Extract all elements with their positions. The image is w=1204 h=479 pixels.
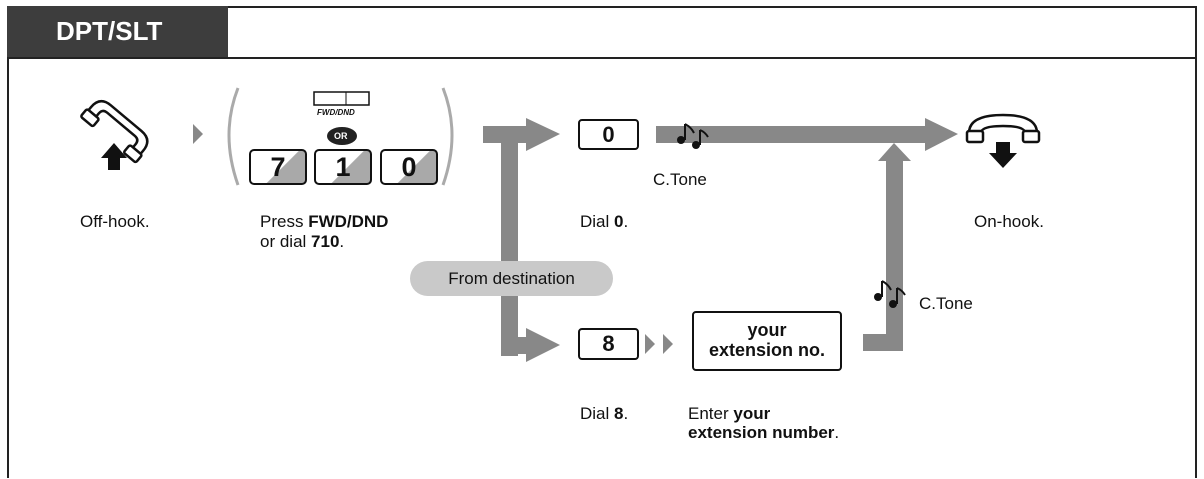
- dial0-text: Dial: [580, 212, 615, 231]
- step-onhook: On-hook.: [974, 212, 1044, 231]
- or-dial-bold: 710: [311, 232, 340, 251]
- enter-bold-1: your: [733, 404, 771, 423]
- arrow-icon: [645, 334, 655, 354]
- step-or-dial: or dial 710.: [260, 232, 344, 251]
- or-dial-post: .: [339, 232, 345, 251]
- tone-label-upper: C.Tone: [653, 170, 707, 189]
- arrow-icon: [663, 334, 673, 354]
- note-icon: [874, 280, 906, 308]
- digit-key-7[interactable]: 7: [249, 149, 307, 185]
- step-dial-0: Dial 0.: [580, 212, 628, 231]
- digit-key-0[interactable]: 0: [380, 149, 438, 185]
- step-press: Press FWD/DND: [260, 212, 388, 231]
- right-paren: [441, 87, 454, 186]
- press-text: Press: [260, 212, 309, 231]
- down-arrow-icon: [989, 142, 1017, 168]
- enter-bold-2: extension number: [688, 423, 835, 442]
- extension-line-2: extension no.: [708, 340, 825, 360]
- step-enter: Enter your: [688, 404, 770, 423]
- title-separator: [7, 57, 1197, 59]
- fwd-dnd-key: [313, 91, 370, 106]
- note-icon: [677, 123, 709, 149]
- key-0[interactable]: 0: [578, 119, 639, 150]
- press-bold: FWD/DND: [308, 212, 389, 231]
- extension-line-1: your: [747, 320, 787, 340]
- arrow-icon: [193, 124, 203, 144]
- up-arrow-icon: [101, 143, 127, 170]
- extension-number-box[interactable]: your extension no.: [692, 311, 842, 371]
- arrow-icon: [526, 118, 560, 151]
- key-8[interactable]: 8: [578, 328, 639, 360]
- handset-onhook-icon: [965, 113, 1041, 144]
- dial0-bold: 0: [614, 212, 624, 231]
- enter-text: Enter: [688, 404, 734, 423]
- diagram-frame: [7, 6, 1197, 478]
- left-paren: [227, 87, 240, 186]
- step-enter-line2: extension number.: [688, 423, 839, 442]
- flow-bar-bottom: [501, 337, 526, 354]
- step-dial-8: Dial 8.: [580, 404, 628, 423]
- enter-post: .: [834, 423, 840, 442]
- dial8-post: .: [623, 404, 629, 423]
- dial0-post: .: [623, 212, 629, 231]
- dial8-bold: 8: [614, 404, 624, 423]
- handset-offhook-icon: [80, 99, 149, 164]
- tone-label-lower: C.Tone: [919, 294, 973, 313]
- flow-bar-return-v: [886, 160, 903, 351]
- fwd-dnd-key-label: FWD/DND: [317, 108, 355, 117]
- arrow-icon: [878, 143, 911, 161]
- from-destination-pill: From destination: [410, 261, 613, 296]
- digit-key-1[interactable]: 1: [314, 149, 372, 185]
- title-tab: DPT/SLT: [7, 6, 228, 58]
- flow-bar-right-top-2: [882, 126, 927, 143]
- step-offhook: Off-hook.: [80, 212, 150, 231]
- flow-bar-right-top: [656, 126, 899, 143]
- or-dial-text: or dial: [260, 232, 312, 251]
- flow-bar-top: [483, 126, 526, 143]
- or-badge: [327, 127, 357, 145]
- dial8-text: Dial: [580, 404, 615, 423]
- arrow-icon: [925, 118, 958, 151]
- or-label: OR: [334, 131, 348, 141]
- flow-bar-vertical: [501, 143, 518, 356]
- arrow-icon: [526, 328, 560, 362]
